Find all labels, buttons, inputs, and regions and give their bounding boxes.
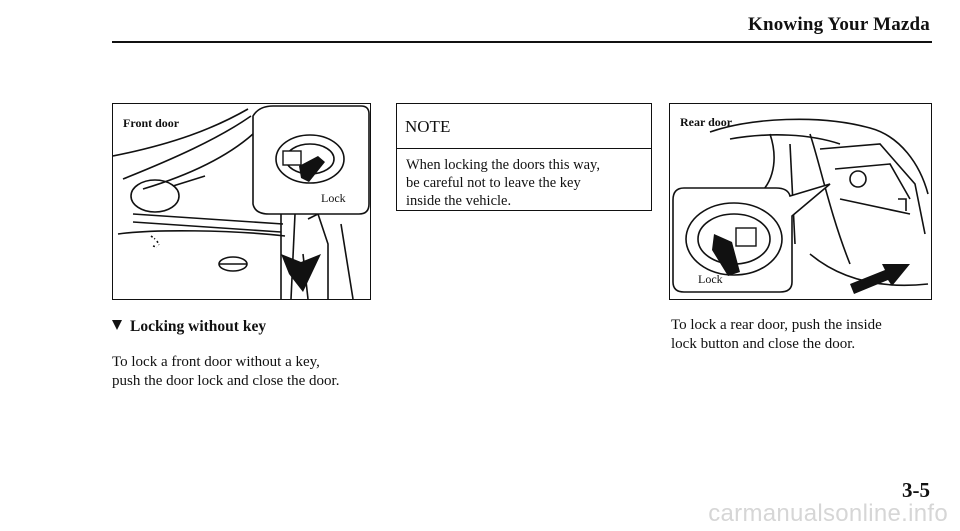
section-heading: Locking without key — [112, 318, 266, 336]
rear-door-instructions: To lock a rear door, push the inside loc… — [671, 316, 931, 354]
text-line: To lock a front door without a key, — [112, 354, 320, 370]
page-number: 3-5 — [902, 478, 930, 502]
note-box: NOTE When locking the doors this way, be… — [396, 103, 652, 211]
note-line: When locking the doors this way, — [406, 157, 600, 173]
front-door-illustration — [113, 105, 370, 299]
note-title: NOTE — [397, 104, 651, 149]
front-door-instructions: To lock a front door without a key, push… — [112, 353, 382, 391]
watermark: carmanualsonline.info — [708, 500, 948, 527]
rear-door-illustration — [672, 118, 929, 294]
section-heading-text: Locking without key — [130, 318, 267, 335]
page-header-title: Knowing Your Mazda — [747, 14, 930, 35]
front-door-label: Front door — [123, 116, 180, 130]
rear-door-figure: Rear door Lock — [669, 103, 932, 300]
header-rule — [112, 41, 932, 43]
front-door-figure: Front door Lock — [112, 103, 371, 300]
note-body: When locking the doors this way, be care… — [406, 156, 645, 210]
rear-door-label: Rear door — [680, 115, 733, 129]
note-line: be careful not to leave the key — [406, 175, 581, 191]
note-line: inside the vehicle. — [406, 193, 512, 209]
front-lock-label: Lock — [321, 191, 346, 205]
text-line: push the door lock and close the door. — [112, 373, 340, 389]
text-line: To lock a rear door, push the inside — [671, 317, 882, 333]
triangle-bullet-icon — [112, 320, 122, 330]
text-line: lock button and close the door. — [671, 336, 856, 352]
rear-lock-label: Lock — [698, 272, 723, 286]
